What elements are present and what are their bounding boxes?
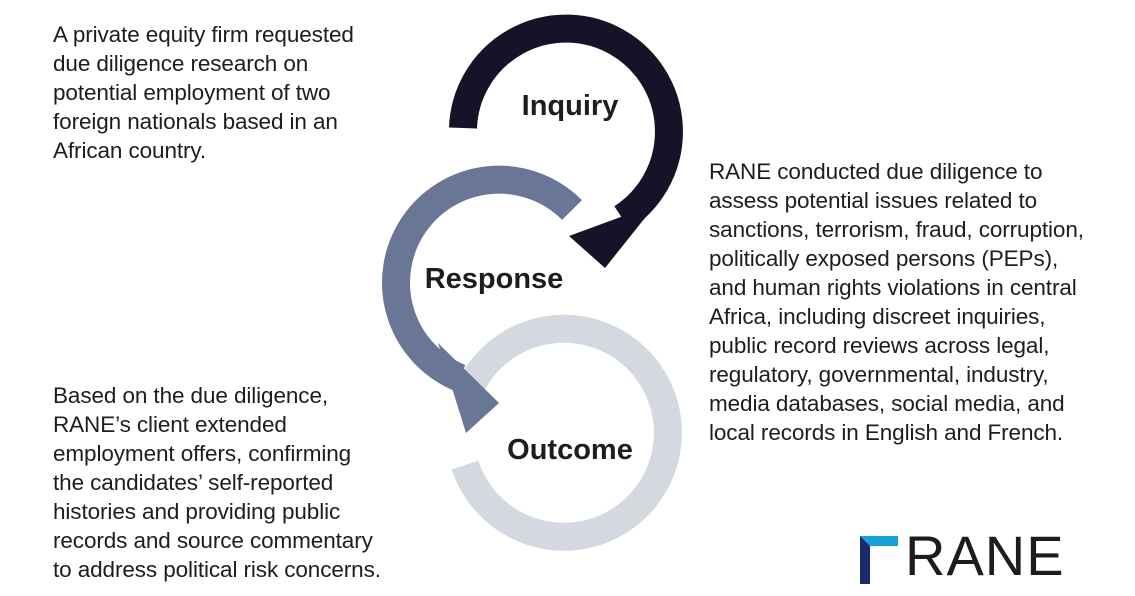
inquiry-label: Inquiry xyxy=(522,90,619,122)
outcome-ring xyxy=(451,314,682,551)
outcome-label: Outcome xyxy=(507,434,633,466)
inquiry-arrowhead xyxy=(569,204,656,268)
inquiry-arc xyxy=(449,14,683,230)
inquiry-description: A private equity firm requested due dili… xyxy=(53,22,354,163)
logo-mark-shade xyxy=(860,536,870,584)
response-arc xyxy=(382,165,582,391)
response-arrowhead xyxy=(438,343,499,433)
outcome-description: Based on the due diligence, RANE’s clien… xyxy=(53,383,381,582)
response-description: RANE conducted due diligence to assess p… xyxy=(709,159,1084,445)
rane-logo-mark xyxy=(860,536,898,584)
rane-logo-wordmark: RANE xyxy=(905,524,1065,587)
response-label: Response xyxy=(425,263,564,295)
